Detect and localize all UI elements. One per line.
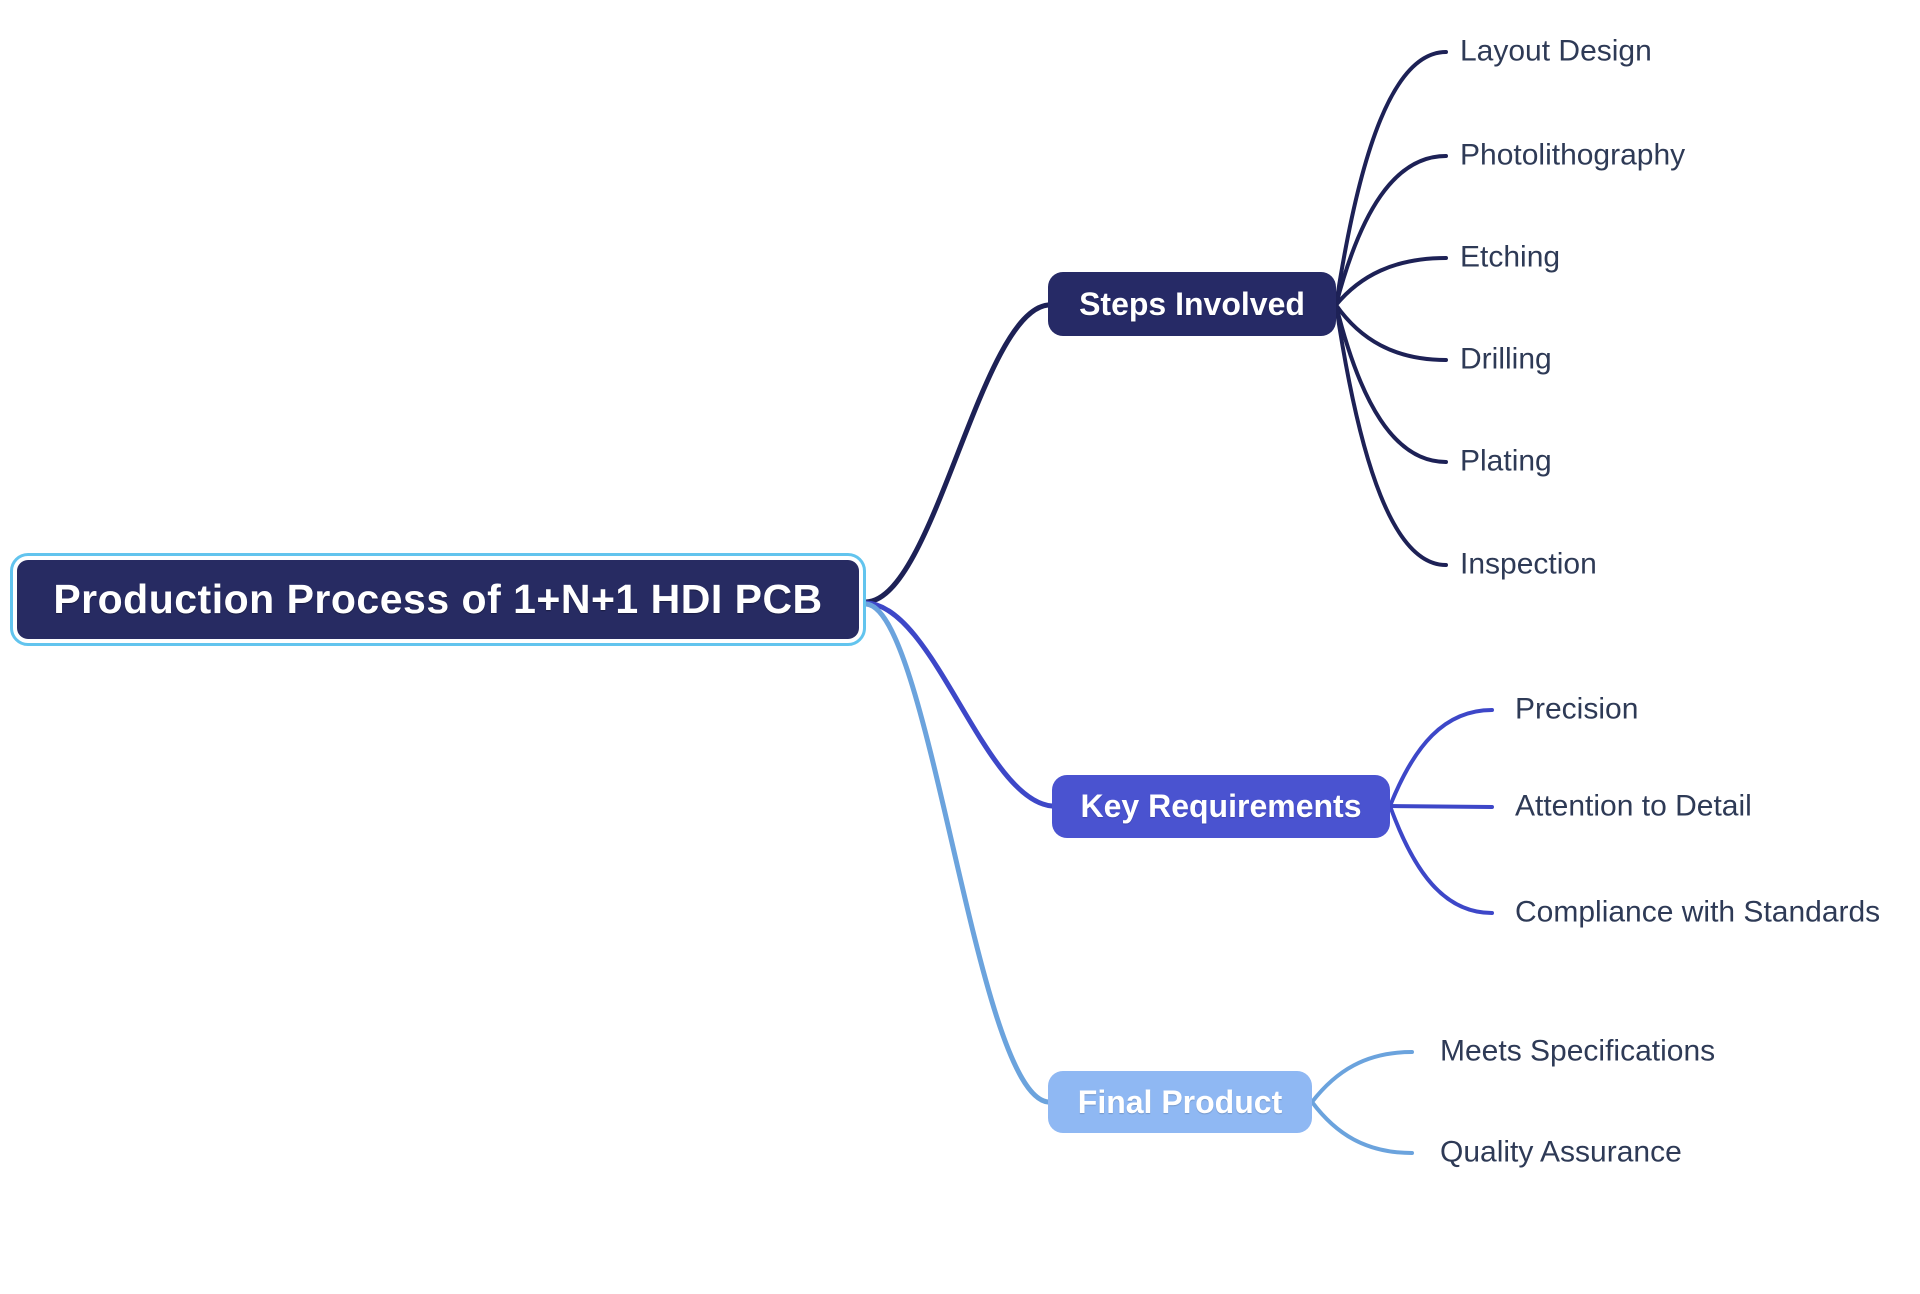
node-final-product-label: Final Product [1077,1083,1283,1120]
edge-final-meets-specifications [1310,1050,1414,1104]
root-node-box: Production Process of 1+N+1 HDI PCB [17,560,859,639]
edge-steps-etching [1334,256,1448,307]
leaf-layout-design[interactable]: Layout Design [1460,34,1652,68]
leaf-plating[interactable]: Plating [1460,444,1552,478]
node-steps-involved-label: Steps Involved [1079,285,1305,322]
edge-steps-plating [1334,303,1448,464]
edge-root-steps-involved [863,302,1051,605]
root-node-label: Production Process of 1+N+1 HDI PCB [53,576,823,622]
edge-steps-layout-design [1334,50,1448,307]
leaf-quality-assurance[interactable]: Quality Assurance [1440,1135,1682,1169]
edge-final-quality-assurance [1310,1100,1414,1155]
leaf-drilling[interactable]: Drilling [1460,342,1552,376]
leaf-precision[interactable]: Precision [1515,692,1639,726]
node-key-requirements-label: Key Requirements [1080,788,1362,824]
edge-root-key-requirements [863,600,1055,809]
node-key-requirements[interactable]: Key Requirements [1052,775,1390,838]
node-final-product[interactable]: Final Product [1048,1071,1312,1133]
edge-keyreq-attention-to-detail [1388,804,1494,809]
leaf-inspection[interactable]: Inspection [1460,547,1597,581]
edge-root-final-product [863,601,1051,1105]
edge-steps-inspection [1334,303,1448,567]
edge-steps-photolithography [1334,154,1448,307]
edge-keyreq-compliance-with-standards [1388,804,1494,915]
leaf-meets-specifications[interactable]: Meets Specifications [1440,1034,1716,1068]
root-node[interactable]: Production Process of 1+N+1 HDI PCB [10,553,866,646]
leaf-compliance-with-standards[interactable]: Compliance with Standards [1515,895,1881,929]
edge-steps-drilling [1334,303,1448,362]
leaf-attention-to-detail[interactable]: Attention to Detail [1515,789,1752,823]
edge-keyreq-precision [1388,708,1494,808]
leaf-etching[interactable]: Etching [1460,240,1561,274]
leaf-photolithography[interactable]: Photolithography [1460,138,1686,172]
node-steps-involved[interactable]: Steps Involved [1048,272,1336,336]
